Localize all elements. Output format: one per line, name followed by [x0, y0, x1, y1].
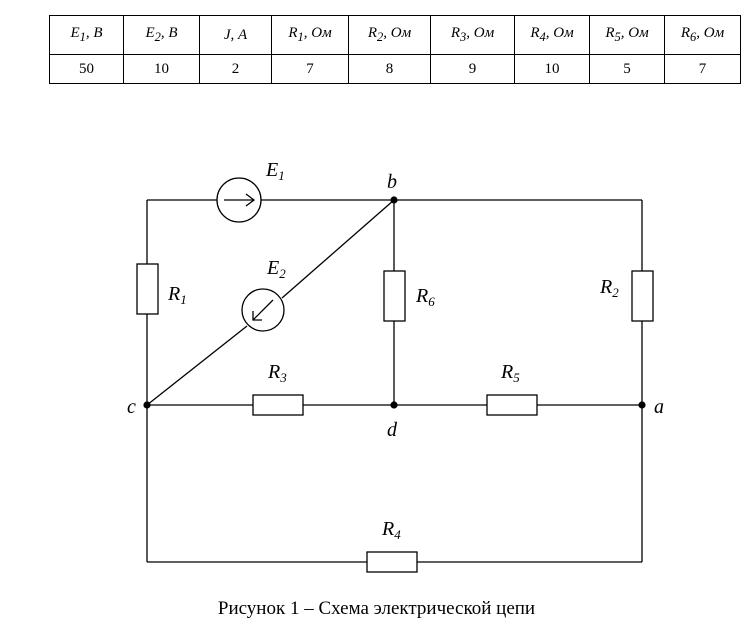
node-label-d: d	[387, 419, 398, 441]
header-cell-r4: R4, Ом	[514, 15, 590, 55]
label-r2: R2	[599, 276, 619, 300]
resistor-r4	[366, 551, 418, 573]
resistor-r1	[136, 263, 159, 315]
figure-caption: Рисунок 1 – Схема электрической цепи	[217, 598, 536, 619]
node-label-a: a	[654, 396, 664, 418]
node-label-c: c	[127, 396, 136, 418]
node-label-b: b	[387, 171, 397, 193]
header-cell-e1: E1, В	[49, 15, 124, 55]
label-r1: R1	[167, 283, 187, 307]
parameters-table: E1, В E2, В J, А R1, Ом R2, Ом R3, Ом R4…	[49, 15, 741, 84]
table-values-row: 50 10 2 7 8 9 10 5 7	[49, 54, 741, 84]
value-cell-r5: 5	[589, 54, 665, 84]
wire-diagonal-lower	[146, 325, 248, 406]
header-cell-e2: E2, В	[123, 15, 200, 55]
label-r4: R4	[381, 518, 401, 542]
label-e2: E2	[266, 257, 286, 281]
node-d-dot	[390, 401, 398, 409]
header-cell-r6: R6, Ом	[664, 15, 741, 55]
table-header-row: E1, В E2, В J, А R1, Ом R2, Ом R3, Ом R4…	[49, 15, 741, 55]
source-e1-arrowhead	[245, 193, 256, 207]
value-cell-r6: 7	[664, 54, 741, 84]
label-r3: R3	[267, 361, 287, 385]
value-cell-j: 2	[199, 54, 272, 84]
resistor-r2	[631, 270, 654, 322]
header-cell-r1: R1, Ом	[271, 15, 349, 55]
header-cell-r3: R3, Ом	[430, 15, 515, 55]
value-cell-e2: 10	[123, 54, 200, 84]
label-r5: R5	[500, 361, 520, 385]
source-e2-arrow-shaft	[252, 299, 274, 321]
wire-diagonal-upper	[281, 199, 395, 299]
value-cell-r4: 10	[514, 54, 590, 84]
resistor-r5	[486, 394, 538, 416]
resistor-r6	[383, 270, 406, 322]
node-b-dot	[390, 196, 398, 204]
value-cell-r3: 9	[430, 54, 515, 84]
label-e1: E1	[265, 159, 285, 183]
source-e2-arrowhead	[252, 311, 262, 321]
resistor-r3	[252, 394, 304, 416]
value-cell-r2: 8	[348, 54, 431, 84]
node-a-dot	[638, 401, 646, 409]
label-r6: R6	[415, 285, 435, 309]
node-c-dot	[143, 401, 151, 409]
header-cell-r2: R2, Ом	[348, 15, 431, 55]
